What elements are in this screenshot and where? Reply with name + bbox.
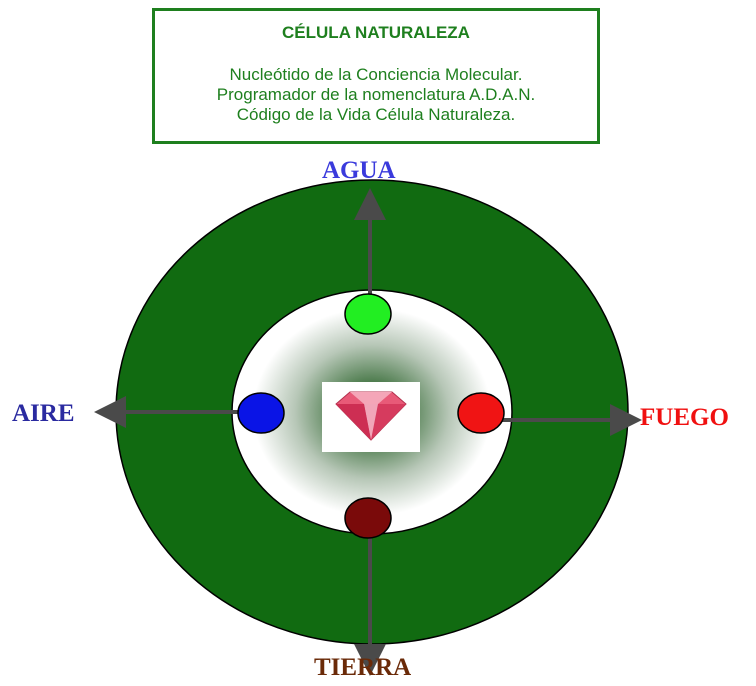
title-line-3: Código de la Vida Célula Naturaleza. — [236, 105, 516, 124]
title-line-1: Nucleótido de la Conciencia Molecular. — [229, 65, 523, 84]
title-heading: CÉLULA NATURALEZA — [282, 23, 470, 42]
label-tierra: TIERRA — [314, 654, 412, 681]
title-box: CÉLULA NATURALEZA Nucleótido de la Conci… — [152, 8, 600, 144]
fuego-node — [457, 392, 505, 434]
title-lines: Nucleótido de la Conciencia Molecular. P… — [155, 65, 597, 125]
label-agua: AGUA — [322, 157, 396, 184]
aire-node — [237, 392, 285, 434]
label-aire: AIRE — [12, 400, 75, 427]
agua-node — [344, 293, 392, 335]
label-fuego: FUEGO — [640, 404, 729, 431]
title-line-2: Programador de la nomenclatura A.D.A.N. — [216, 85, 536, 104]
tierra-node — [344, 497, 392, 539]
pink-diamond-icon — [322, 382, 420, 452]
